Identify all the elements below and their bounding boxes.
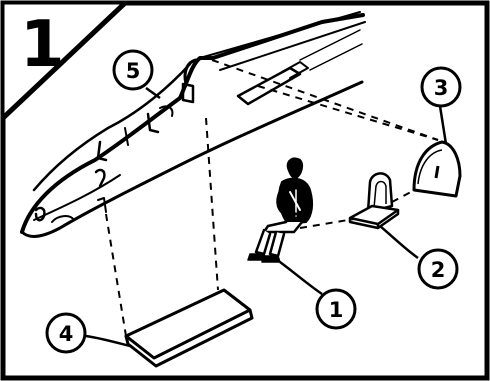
callout-5-label: 5 [126, 59, 141, 83]
step-number: 1 [20, 8, 65, 82]
callout-4-label: 4 [59, 322, 74, 346]
callout-3-label: 3 [434, 76, 449, 100]
callout-2-label: 2 [431, 258, 446, 282]
callout-1-label: 1 [329, 298, 344, 322]
